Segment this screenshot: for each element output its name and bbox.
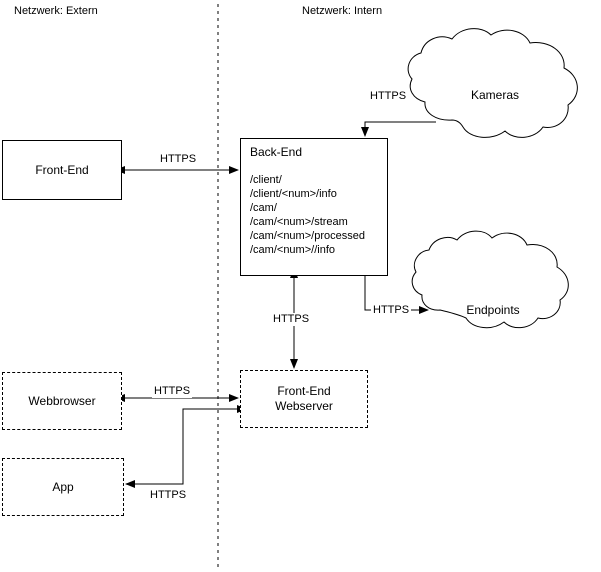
node-webbrowser[interactable]: Webbrowser [2, 372, 122, 430]
node-backend-title: Back-End [250, 145, 303, 159]
cloud-kameras-label: Kameras [470, 88, 520, 102]
edge-webserver-app [125, 405, 247, 488]
kameras-cloud-shape [407, 28, 578, 138]
edge-label-kameras-backend: HTTPS [368, 90, 409, 103]
zone-label-intern: Netzwerk: Intern [302, 5, 383, 17]
zone-label-extern: Netzwerk: Extern [14, 5, 98, 17]
node-backend[interactable]: Back-End /client/ /client/<num>/info /ca… [240, 138, 388, 276]
backend-api-path-client-info: /client/<num>/info [250, 188, 337, 200]
backend-api-path-cam-stream: /cam/<num>/stream [250, 216, 348, 228]
backend-api-path-client: /client/ [250, 174, 282, 186]
edge-label-backend-endpoints: HTTPS [371, 304, 412, 317]
node-frontend-webserver[interactable]: Front-End Webserver [240, 370, 368, 428]
node-frontend-webserver-label-line1: Front-End [277, 384, 331, 398]
backend-api-path-cam-info: /cam/<num>//info [250, 244, 335, 256]
node-app-label: App [52, 479, 74, 494]
backend-api-path-cam-processed: /cam/<num>/processed [250, 230, 365, 242]
cloud-endpoints-label: Endpoints [466, 303, 520, 317]
backend-api-path-cam: /cam/ [250, 202, 277, 214]
node-frontend-webserver-label-line2: Webserver [275, 399, 333, 413]
node-webbrowser-label: Webbrowser [28, 393, 96, 408]
edge-label-webserver-app: HTTPS [148, 489, 189, 502]
node-frontend-label: Front-End [35, 162, 89, 177]
node-app[interactable]: App [2, 458, 124, 516]
edge-label-webbrowser-webserver: HTTPS [152, 385, 193, 398]
edge-label-backend-webserver: HTTPS [271, 313, 312, 326]
edge-label-frontend-backend: HTTPS [158, 153, 199, 166]
endpoints-cloud-shape [411, 230, 569, 329]
node-frontend[interactable]: Front-End [2, 140, 122, 200]
edge-kameras-backend [361, 121, 436, 137]
